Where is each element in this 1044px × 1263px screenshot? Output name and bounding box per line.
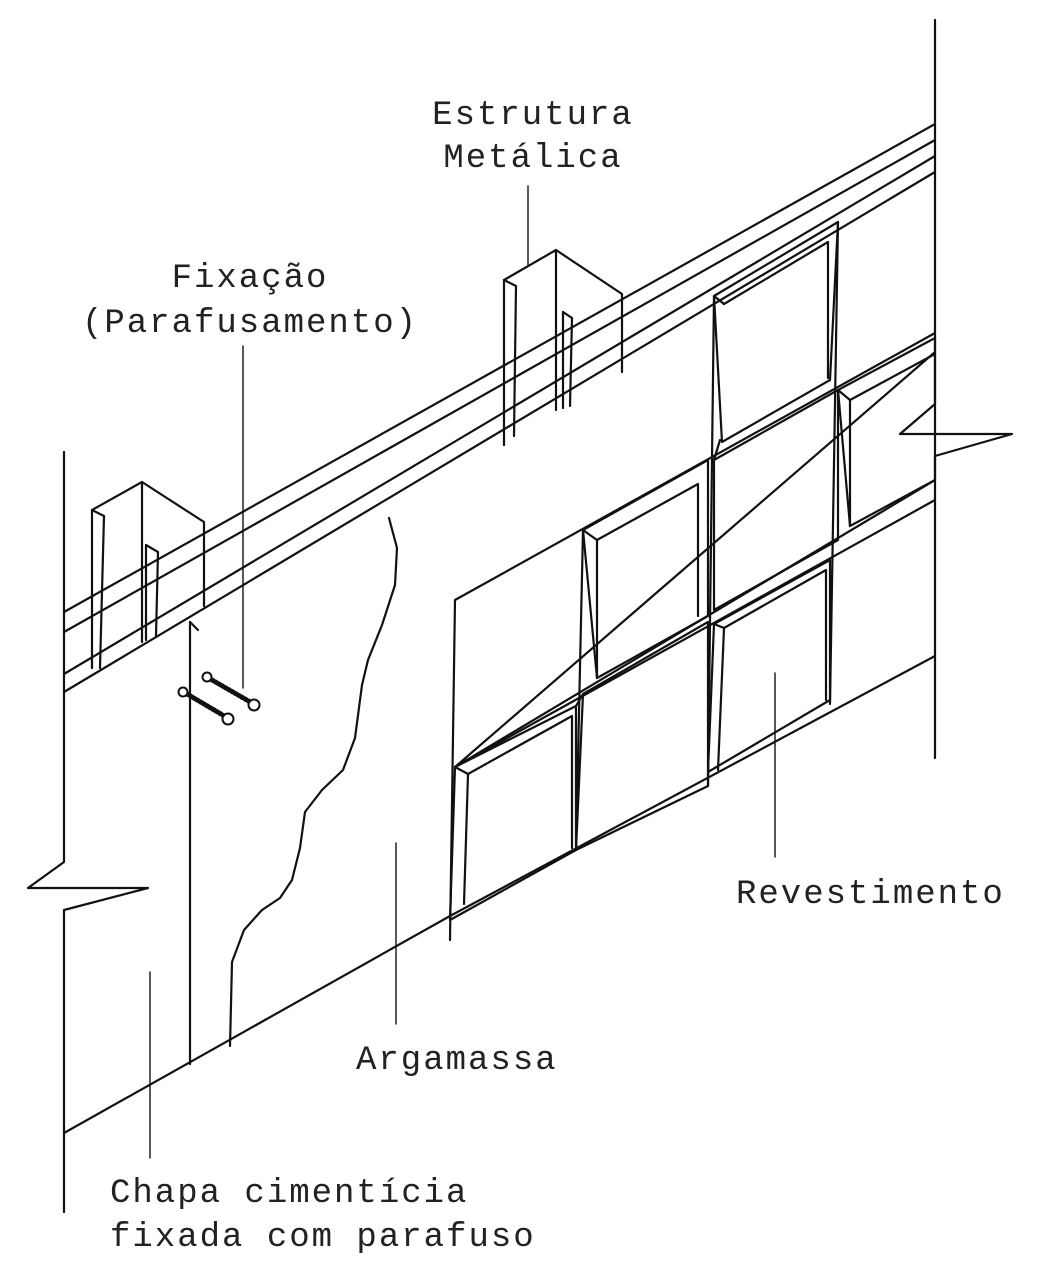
mortar-edge bbox=[228, 516, 399, 1048]
label-fixacao-line1: Fixação bbox=[172, 260, 329, 298]
tile-row-middle bbox=[574, 388, 840, 852]
tile bbox=[574, 620, 710, 852]
label-estrutura-line2: Metálica bbox=[443, 140, 622, 178]
label-revestimento: Revestimento bbox=[736, 876, 1005, 914]
tile bbox=[448, 704, 578, 922]
label-fixacao-line2: (Parafusamento) bbox=[82, 305, 418, 343]
text-labels: Estrutura Metálica Fixação (Parafusament… bbox=[82, 97, 1005, 1257]
metal-stud-left bbox=[90, 480, 206, 670]
tile-row-top bbox=[712, 220, 937, 528]
label-argamassa: Argamassa bbox=[356, 1042, 558, 1080]
label-estrutura-line1: Estrutura bbox=[432, 97, 634, 135]
screws bbox=[177, 671, 261, 726]
tile bbox=[836, 336, 937, 528]
tile bbox=[581, 458, 710, 680]
leader-lines bbox=[149, 185, 776, 1159]
screw-icon bbox=[177, 686, 235, 726]
metal-stud-right bbox=[502, 248, 624, 447]
screw-icon bbox=[201, 671, 261, 712]
tile-row-bottom bbox=[448, 704, 578, 922]
label-chapa-line2: fixada com parafuso bbox=[110, 1219, 536, 1257]
tile bbox=[712, 388, 840, 612]
metal-rails bbox=[62, 122, 937, 694]
left-break-line bbox=[26, 450, 150, 1214]
label-chapa-line1: Chapa cimentícia bbox=[110, 1175, 468, 1213]
tile bbox=[712, 220, 840, 444]
right-break-line bbox=[898, 18, 1014, 760]
tile bbox=[706, 558, 832, 774]
tile-cladding bbox=[448, 220, 937, 942]
